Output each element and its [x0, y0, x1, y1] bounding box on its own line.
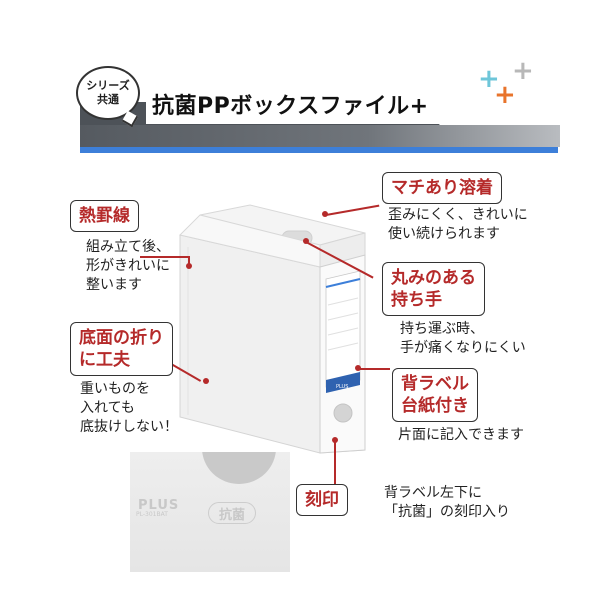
callout-netsukeisen-label: 熱罫線: [70, 200, 139, 232]
label-line: 底面の折り: [79, 328, 164, 348]
series-common-badge: シリーズ 共通: [76, 66, 140, 120]
header-title-backdrop: [146, 84, 442, 124]
antibacterial-stamp: 抗菌: [208, 502, 256, 524]
label-line: に工夫: [79, 350, 130, 370]
desc-line: 手が痛くなりにくい: [400, 340, 526, 356]
callout-se-label-desc: 片面に記入できます: [398, 427, 524, 443]
label-line: 背ラベル: [401, 374, 469, 394]
detail-closeup-photo: PLUS PL-301BAT 抗菌: [130, 452, 290, 572]
header-accent-stripe: [80, 147, 558, 153]
desc-line: 整います: [86, 277, 142, 293]
pointer-dot: [303, 238, 309, 244]
callout-kokuin-label: 刻印: [296, 484, 348, 516]
pointer-dot: [355, 365, 361, 371]
product-box-file-illustration: PLUS: [179, 204, 366, 454]
desc-line: 持ち運ぶ時、: [400, 321, 484, 337]
desc-line: 形がきれいに: [86, 258, 170, 274]
label-line: 持ち手: [391, 290, 442, 310]
desc-line: 歪みにくく、きれいに: [388, 207, 528, 223]
header-band: [80, 125, 560, 147]
callout-se-label-label: 背ラベル 台紙付き: [392, 368, 478, 422]
pointer-line: [334, 440, 336, 496]
label-line: 丸みのある: [391, 268, 476, 288]
detail-model-emboss: PL-301BAT: [136, 511, 168, 518]
callout-netsukeisen-desc: 組み立て後、 形がきれいに 整います: [86, 238, 170, 295]
pointer-line: [188, 256, 190, 268]
finger-hole: [202, 452, 276, 484]
desc-line: 底抜けしない！: [80, 419, 178, 435]
callout-teimen-desc: 重いものを 入れても 底抜けしない！: [80, 380, 178, 437]
pointer-dot: [332, 437, 338, 443]
callout-marumi-label: 丸みのある 持ち手: [382, 262, 485, 316]
pointer-line: [140, 256, 188, 258]
desc-line: 「抗菌」の刻印入り: [384, 504, 510, 520]
plus-deco-icon: +: [494, 80, 516, 110]
label-line: 台紙付き: [401, 396, 469, 416]
callout-kokuin-desc: 背ラベル左下に 「抗菌」の刻印入り: [384, 484, 510, 522]
callout-machi-label: マチあり溶着: [382, 172, 502, 204]
pointer-dot: [186, 263, 192, 269]
plus-deco-icon: +: [512, 56, 534, 86]
desc-line: 背ラベル左下に: [384, 485, 482, 501]
detail-brand-emboss: PLUS: [138, 498, 180, 513]
callout-machi-desc: 歪みにくく、きれいに 使い続けられます: [388, 206, 528, 244]
desc-line: 組み立て後、: [86, 239, 170, 255]
desc-line: 入れても: [80, 400, 135, 416]
spine-brand-text: PLUS: [336, 384, 348, 390]
desc-line: 重いものを: [80, 381, 150, 397]
desc-line: 使い続けられます: [388, 226, 500, 242]
series-badge-line2: 共通: [97, 93, 119, 106]
callout-teimen-label: 底面の折り に工夫: [70, 322, 173, 376]
pointer-dot: [322, 211, 328, 217]
pointer-line: [360, 368, 390, 370]
pointer-dot: [203, 378, 209, 384]
plus-deco-icon: +: [478, 64, 500, 94]
series-badge-line1: シリーズ: [86, 79, 130, 92]
callout-marumi-desc: 持ち運ぶ時、 手が痛くなりにくい: [400, 320, 526, 358]
page-title: 抗菌PPボックスファイル+: [152, 94, 429, 119]
